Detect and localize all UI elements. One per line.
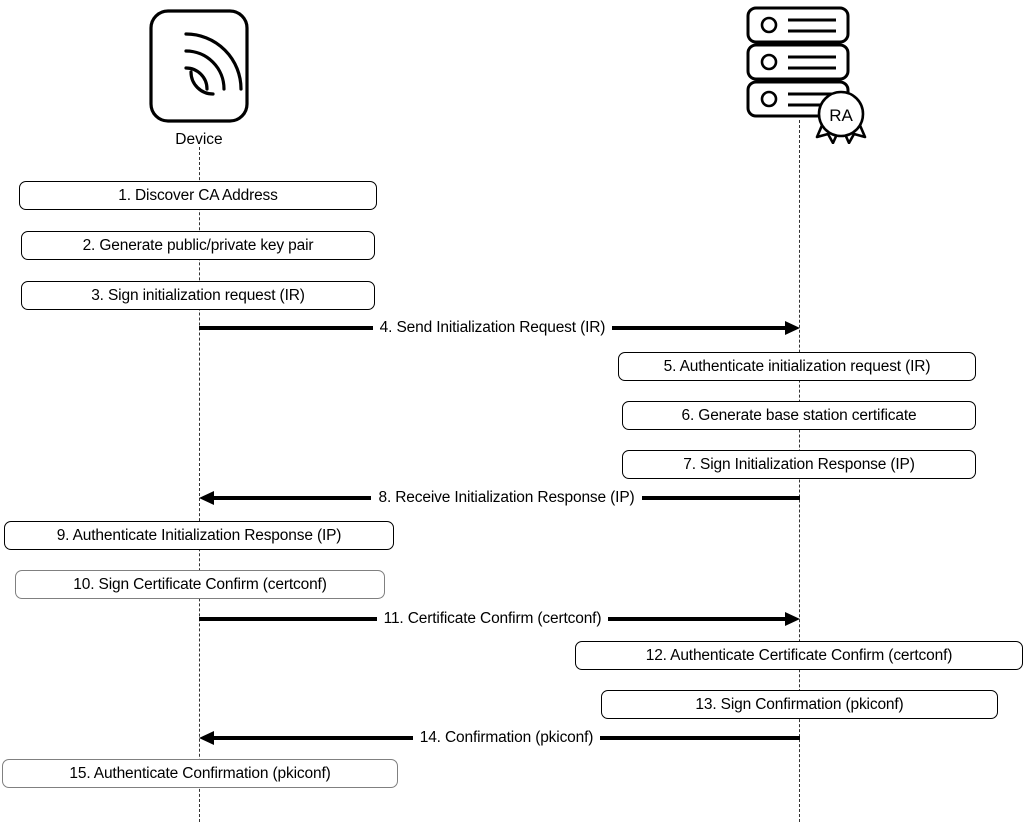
step-box-12[interactable]: 12. Authenticate Certificate Confirm (ce… (575, 641, 1023, 670)
step-arrow-14[interactable]: 14. Confirmation (pkiconf) (199, 727, 801, 749)
arrow-line-right (612, 326, 786, 330)
arrow-line-right (608, 617, 786, 621)
step-box-6[interactable]: 6. Generate base station certificate (622, 401, 976, 430)
step-arrow-11[interactable]: 11. Certificate Confirm (certconf) (199, 608, 800, 630)
step-box-2[interactable]: 2. Generate public/private key pair (21, 231, 375, 260)
server-rack-ra-certificate-icon: RA (743, 4, 873, 145)
step-box-10[interactable]: 10. Sign Certificate Confirm (certconf) (15, 570, 385, 599)
step-box-5[interactable]: 5. Authenticate initialization request (… (618, 352, 976, 381)
arrow-line-right (641, 496, 800, 500)
step-arrow-4[interactable]: 4. Send Initialization Request (IR) (199, 317, 800, 339)
step-box-7[interactable]: 7. Sign Initialization Response (IP) (622, 450, 976, 479)
lifeline-device (199, 147, 200, 822)
step-box-9[interactable]: 9. Authenticate Initialization Response … (4, 521, 394, 550)
step-arrow-14-label: 14. Confirmation (pkiconf) (419, 729, 594, 747)
arrow-line-left (213, 736, 413, 740)
step-arrow-11-label: 11. Certificate Confirm (certconf) (383, 610, 602, 628)
arrow-line-right (600, 736, 801, 740)
step-box-1[interactable]: 1. Discover CA Address (19, 181, 377, 210)
step-arrow-8[interactable]: 8. Receive Initialization Response (IP) (199, 487, 800, 509)
step-box-13[interactable]: 13. Sign Confirmation (pkiconf) (601, 690, 998, 719)
step-arrow-8-label: 8. Receive Initialization Response (IP) (378, 489, 635, 507)
step-box-3[interactable]: 3. Sign initialization request (IR) (21, 281, 375, 310)
ra-badge-label: RA (829, 106, 853, 125)
actor-label-device: Device (175, 131, 223, 148)
wireless-device-icon (148, 8, 250, 124)
step-arrow-4-label: 4. Send Initialization Request (IR) (379, 319, 606, 337)
arrow-line-left (199, 617, 377, 621)
arrowhead-right-icon (785, 612, 800, 626)
arrow-line-left (199, 326, 373, 330)
arrowhead-right-icon (785, 321, 800, 335)
arrow-line-left (213, 496, 372, 500)
arrowhead-left-icon (199, 731, 214, 745)
step-box-15[interactable]: 15. Authenticate Confirmation (pkiconf) (2, 759, 398, 788)
arrowhead-left-icon (199, 491, 214, 505)
